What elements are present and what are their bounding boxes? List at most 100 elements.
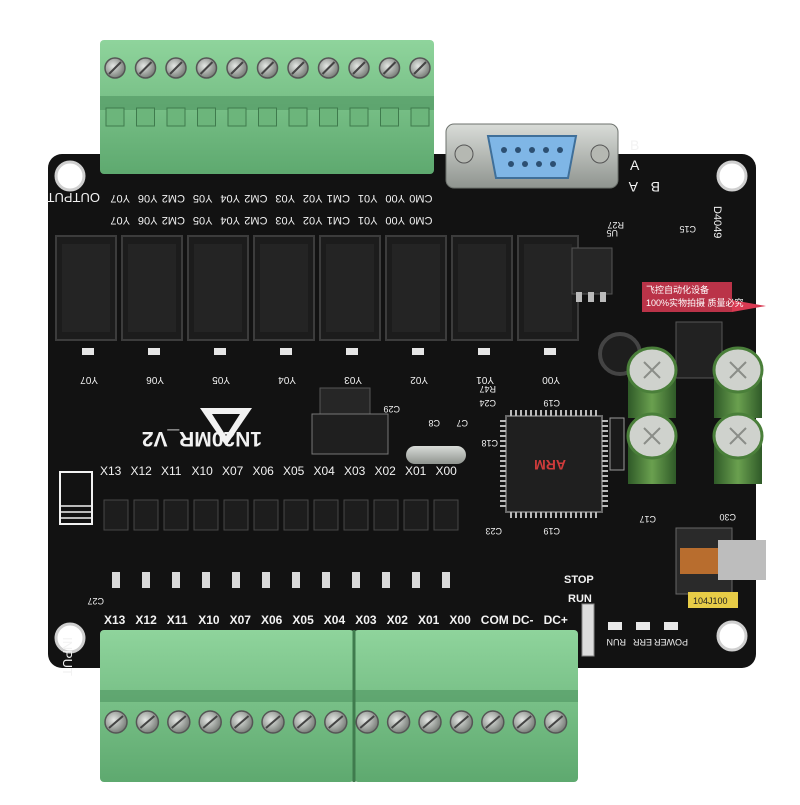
relay-led-label: Y07 (80, 374, 98, 385)
input-terminal-label: X07 (230, 613, 252, 627)
run-label: RUN (568, 593, 592, 605)
output-terminal-label: CM1 (327, 214, 350, 226)
input-channel-label: X04 (314, 464, 336, 478)
model-label: 1N20MR_V2 (142, 427, 262, 450)
status-power: POWER (653, 637, 688, 647)
terminal-screw (229, 710, 254, 734)
yellow-inductor (688, 592, 738, 608)
terminal-screw (135, 710, 160, 734)
serial-label-b-top: B (630, 137, 639, 153)
relay-led (280, 348, 292, 355)
relay-led (412, 348, 424, 355)
relay-led-label: Y05 (212, 374, 230, 385)
relay-led (214, 348, 226, 355)
output-terminal-label: CM1 (327, 192, 350, 204)
terminal-screw (324, 710, 348, 734)
output-terminal-label: Y02 (303, 214, 323, 226)
relay (319, 235, 381, 341)
output-terminal-label: Y07 (110, 214, 130, 226)
input-led (352, 572, 360, 588)
component-ref: C24 (479, 398, 496, 408)
relay-led-label: Y02 (410, 374, 428, 385)
input-terminal-label: X00 (449, 613, 471, 627)
component-ref: C30 (719, 512, 736, 522)
mcu-brand: ARM (534, 457, 566, 473)
input-terminal-label: X12 (135, 613, 157, 627)
output-terminal-label: CM0 (409, 192, 432, 204)
terminal-screw (317, 57, 340, 127)
terminal-screw (409, 57, 431, 127)
terminal-screw (512, 710, 536, 734)
optocoupler (343, 499, 369, 531)
input-terminal-label: X01 (418, 613, 440, 627)
arm-mcu: ARM (500, 410, 608, 518)
bottom-terminal-block (100, 630, 578, 782)
output-terminal-label: Y06 (138, 192, 158, 204)
component-ref: C27 (87, 596, 104, 606)
input-terminal-label: X10 (198, 613, 220, 627)
ic-label: D4049 (711, 206, 723, 238)
relay-led (82, 348, 94, 355)
terminal-screw (449, 710, 474, 734)
terminal-screw (386, 710, 411, 734)
output-terminal-label: Y01 (358, 192, 378, 204)
optocoupler (133, 499, 159, 531)
input-terminal-label: DC+ (544, 613, 568, 627)
component-ref: C17 (639, 514, 656, 524)
input-channel-label: X12 (131, 464, 153, 478)
terminal-screw (195, 57, 218, 127)
input-channel-label: X05 (283, 464, 305, 478)
output-terminal-label: CM2 (162, 192, 185, 204)
component-ref: C29 (383, 404, 400, 414)
stop-run-switch (581, 603, 595, 657)
output-terminal-label: Y03 (275, 214, 295, 226)
relay-led (544, 348, 556, 355)
relay (517, 235, 579, 341)
output-terminal-label: Y05 (193, 214, 213, 226)
terminal-screw (226, 57, 248, 127)
input-terminal-label: X02 (387, 613, 409, 627)
relay-led (148, 348, 160, 355)
component-ref: C7 (456, 418, 468, 428)
terminal-screw (378, 57, 401, 127)
voltage-regulator (571, 247, 613, 302)
co-box (59, 471, 93, 525)
relay-led-label: Y04 (278, 374, 296, 385)
capacitor (626, 412, 678, 484)
capacitor (712, 346, 764, 418)
terminal-screw (355, 710, 379, 734)
output-terminal-label: Y04 (220, 214, 240, 226)
output-terminal-label: Y01 (358, 214, 378, 226)
input-channel-label: X13 (100, 464, 122, 478)
component-ref: C23 (485, 526, 502, 536)
output-terminal-label: Y02 (303, 192, 323, 204)
status-leds (608, 622, 678, 630)
output-header: OUTPUT (47, 190, 101, 205)
input-terminal-label: X06 (261, 613, 283, 627)
serial-label-b-bottom: B (651, 179, 660, 195)
output-terminal-label: Y07 (110, 192, 130, 204)
optocoupler (373, 499, 399, 531)
eeprom-ic (311, 413, 389, 455)
input-terminal-label: X13 (104, 613, 126, 627)
input-header: INPUT (60, 637, 75, 676)
terminal-screw (481, 710, 505, 734)
input-led (262, 572, 270, 588)
terminal-screw (543, 710, 568, 734)
db9-serial-port (445, 123, 619, 189)
optocoupler (223, 499, 249, 531)
input-channel-label: X06 (253, 464, 275, 478)
input-channel-label: X11 (161, 464, 182, 478)
optocoupler (193, 499, 219, 531)
output-terminal-label: Y05 (193, 192, 213, 204)
output-terminal-label: Y04 (220, 192, 240, 204)
relay (187, 235, 249, 341)
output-terminal-label: Y00 (385, 214, 405, 226)
output-terminal-label: CM2 (244, 192, 267, 204)
input-led (322, 572, 330, 588)
terminal-screw (418, 710, 442, 734)
terminal-screw (165, 57, 187, 127)
input-led (232, 572, 240, 588)
crystal (406, 446, 466, 464)
optocoupler (163, 499, 189, 531)
